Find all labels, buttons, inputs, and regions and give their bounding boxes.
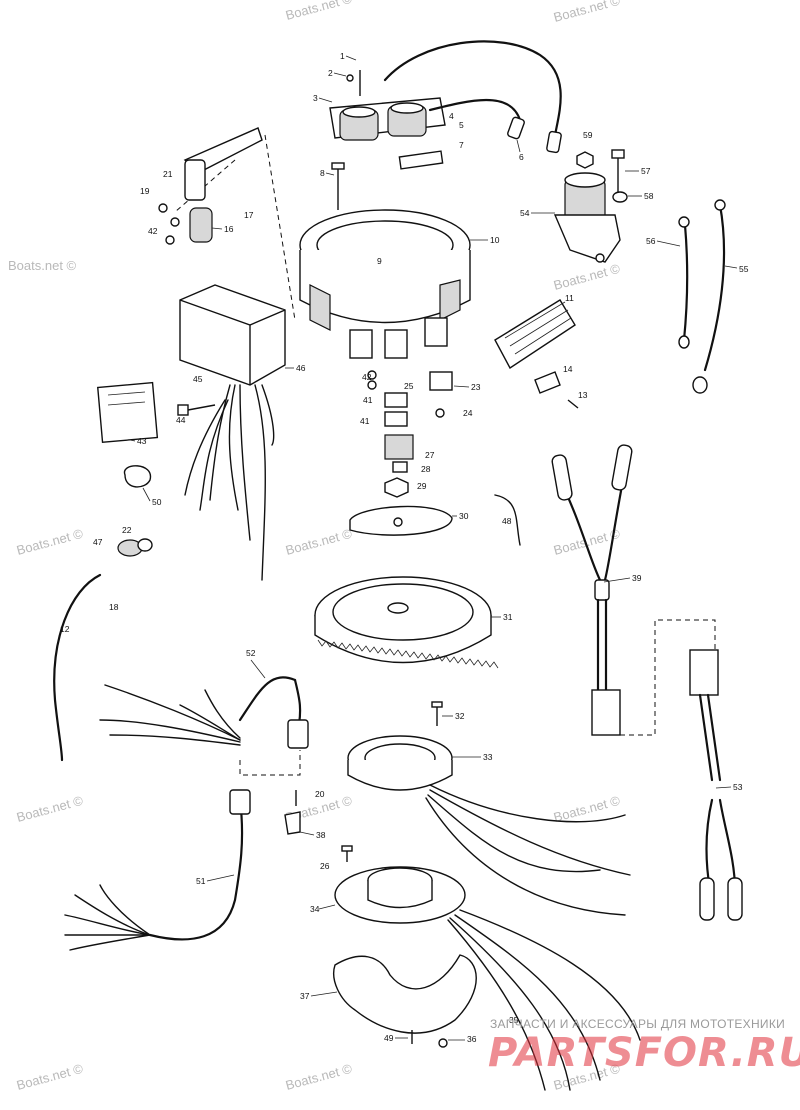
callout: 20 <box>315 789 325 799</box>
callout: 56 <box>646 236 656 246</box>
callout: 50 <box>152 497 162 507</box>
callout: 10 <box>490 235 500 245</box>
stator <box>347 735 453 791</box>
callout: 44 <box>176 415 186 425</box>
callout: 59 <box>583 130 593 140</box>
callout: 29 <box>417 481 427 491</box>
callout: 14 <box>563 364 573 374</box>
callout: 1 <box>340 51 345 61</box>
spark-plug-lead <box>428 99 522 122</box>
callout: 58 <box>644 191 654 201</box>
battery-cable <box>703 203 726 372</box>
callout: 21 <box>163 169 173 179</box>
callout: 5 <box>459 120 464 130</box>
callout: 3 <box>313 93 318 103</box>
callout: 57 <box>641 166 651 176</box>
callout: 54 <box>520 208 530 218</box>
callout: 33 <box>483 752 493 762</box>
callout: 38 <box>316 830 326 840</box>
callout: 36 <box>467 1034 477 1044</box>
callout: 35 <box>509 1015 519 1025</box>
switch-box <box>179 284 286 386</box>
starter-solenoid <box>553 172 621 263</box>
callout: 32 <box>455 711 465 721</box>
callout: 53 <box>733 782 743 792</box>
flywheel <box>314 576 499 669</box>
ignition-coil-pack <box>329 70 446 141</box>
callout: 6 <box>519 152 524 162</box>
callout: 37 <box>300 991 310 1001</box>
callout: 27 <box>425 450 435 460</box>
callout: 51 <box>196 876 206 886</box>
watermark: Boats.net © <box>552 261 622 293</box>
callout: 19 <box>140 186 150 196</box>
armature-plate-housing <box>299 209 471 359</box>
callout: 39 <box>632 573 642 583</box>
parts-artwork <box>53 40 743 1091</box>
watermark: Boats.net © <box>284 0 354 23</box>
callout: 46 <box>296 363 306 373</box>
brand-tagline: ЗАПЧАСТИ И АКСЕССУАРЫ ДЛЯ МОТОТЕХНИКИ <box>490 1017 785 1031</box>
callout: 52 <box>246 648 256 658</box>
watermark: Boats.net © <box>552 0 622 25</box>
callout: 30 <box>459 511 469 521</box>
callout: 41 <box>363 395 373 405</box>
brand-logo: PARTSFOR.RU <box>488 1030 800 1076</box>
ground-lead <box>53 573 102 762</box>
callout: 55 <box>739 264 749 274</box>
callout: 43 <box>137 436 147 446</box>
callout: 12 <box>60 624 70 634</box>
watermark: Boats.net © <box>284 526 354 558</box>
callout: 42 <box>362 372 372 382</box>
callout: 42 <box>148 226 158 236</box>
battery-cable <box>682 223 689 342</box>
callout: 13 <box>578 390 588 400</box>
callout: 23 <box>471 382 481 392</box>
callout: 17 <box>244 210 254 220</box>
callout: 34 <box>310 904 320 914</box>
timer-base <box>334 866 466 924</box>
callout: 7 <box>459 140 464 150</box>
callout: 8 <box>320 168 325 178</box>
watermark: Boats.net © <box>15 1061 85 1093</box>
callout: 26 <box>320 861 330 871</box>
callout: 25 <box>404 381 414 391</box>
callout: 28 <box>421 464 431 474</box>
callout: 31 <box>503 612 513 622</box>
callout: 41 <box>360 416 370 426</box>
callout: 11 <box>565 293 574 303</box>
callout: 2 <box>328 68 333 78</box>
watermark: Boats.net © <box>8 258 77 273</box>
callout-layer: 1 2 3 4 5 6 7 8 9 10 11 12 13 14 16 17 1… <box>60 51 749 1044</box>
callout: 47 <box>93 537 103 547</box>
callout: 48 <box>502 516 512 526</box>
watermark: Boats.net © <box>15 793 85 825</box>
watermark: Boats.net © <box>552 793 622 825</box>
callout: 18 <box>109 602 119 612</box>
callout: 24 <box>463 408 473 418</box>
callout: 16 <box>224 224 234 234</box>
spark-plug-lead <box>383 40 562 137</box>
brand-watermark: ЗАПЧАСТИ И АКСЕССУАРЫ ДЛЯ МОТОТЕХНИКИ PA… <box>488 1017 800 1076</box>
watermark: Boats.net © <box>15 526 85 558</box>
callout: 9 <box>377 256 382 266</box>
callout: 45 <box>193 374 203 384</box>
callout: 4 <box>449 111 454 121</box>
callout: 49 <box>384 1033 394 1043</box>
watermark: Boats.net © <box>284 1061 354 1093</box>
callout: 22 <box>122 525 132 535</box>
